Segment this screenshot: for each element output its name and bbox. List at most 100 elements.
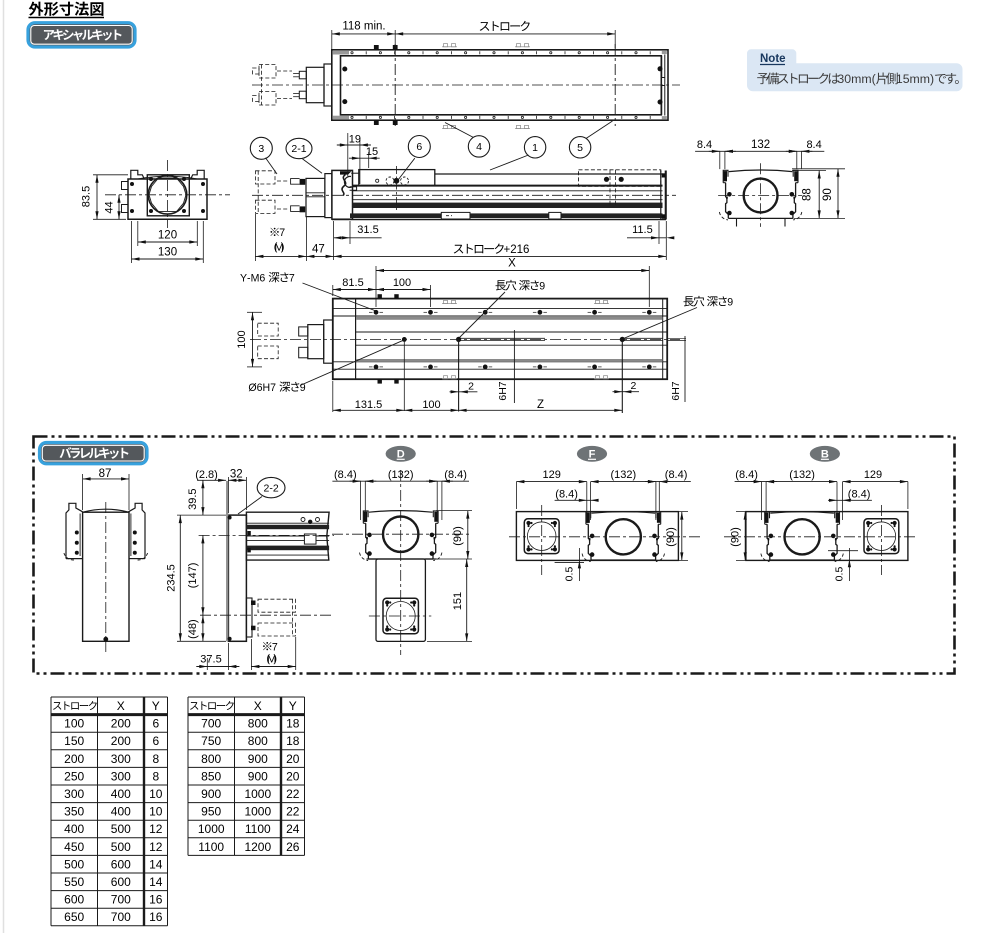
svg-text:(132): (132): [610, 469, 636, 481]
svg-text:900: 900: [201, 787, 221, 801]
svg-text:350: 350: [64, 805, 84, 819]
svg-text:22: 22: [286, 805, 300, 819]
svg-text:1100: 1100: [245, 822, 271, 836]
svg-text:850: 850: [201, 769, 221, 783]
svg-text:14: 14: [149, 857, 163, 871]
svg-text:1: 1: [896, 72, 903, 86]
svg-text:44: 44: [104, 201, 116, 213]
svg-text:m: m: [920, 72, 930, 86]
svg-text:H: H: [263, 382, 271, 394]
svg-text:129: 129: [864, 469, 882, 481]
svg-text:4: 4: [476, 141, 482, 153]
svg-text:100: 100: [64, 717, 84, 731]
svg-text:12: 12: [149, 840, 163, 854]
svg-text:-: -: [247, 273, 251, 285]
svg-text:m: m: [910, 72, 920, 86]
svg-text:550: 550: [64, 875, 84, 889]
svg-text:151: 151: [452, 592, 464, 610]
svg-text:(: (: [872, 72, 877, 86]
svg-text:700: 700: [111, 910, 131, 924]
svg-text:26: 26: [286, 840, 300, 854]
svg-text:1: 1: [517, 244, 523, 256]
svg-text:m: m: [861, 72, 871, 86]
svg-text:D: D: [397, 449, 405, 461]
svg-text:16: 16: [149, 910, 163, 924]
svg-text:129: 129: [543, 469, 561, 481]
svg-text:8: 8: [152, 752, 159, 766]
svg-text:950: 950: [201, 805, 221, 819]
svg-text:5: 5: [903, 72, 910, 86]
svg-text:2: 2: [510, 244, 516, 256]
svg-text:(2.8): (2.8): [195, 469, 218, 481]
svg-text:(8.4): (8.4): [665, 469, 688, 481]
svg-text:16: 16: [149, 893, 163, 907]
svg-text:6: 6: [152, 717, 159, 731]
svg-text:400: 400: [111, 787, 131, 801]
svg-text:88: 88: [802, 188, 814, 201]
svg-text:(132): (132): [789, 469, 815, 481]
svg-text:600: 600: [111, 875, 131, 889]
svg-text:(8.4): (8.4): [444, 469, 467, 481]
svg-text:234.5: 234.5: [166, 564, 178, 592]
svg-text:8.4: 8.4: [806, 139, 821, 151]
svg-text:(90): (90): [452, 526, 464, 546]
svg-text:3: 3: [258, 143, 264, 155]
svg-text:47: 47: [312, 244, 325, 256]
svg-text:(8.4): (8.4): [735, 469, 758, 481]
svg-text:11.5: 11.5: [632, 224, 653, 236]
svg-text:800: 800: [248, 734, 268, 748]
svg-text:2-1: 2-1: [291, 143, 306, 155]
svg-text:132: 132: [751, 139, 770, 151]
svg-text:6: 6: [416, 141, 422, 153]
svg-text:9: 9: [539, 281, 545, 293]
svg-text:15: 15: [366, 146, 378, 158]
svg-text:5: 5: [577, 142, 583, 154]
svg-text:20: 20: [286, 769, 300, 783]
svg-text:131.5: 131.5: [355, 399, 383, 411]
svg-text:): ): [930, 72, 934, 86]
svg-text:500: 500: [64, 857, 84, 871]
svg-text:Y: Y: [240, 273, 247, 285]
svg-text:0.5: 0.5: [834, 567, 846, 582]
svg-text:22: 22: [286, 787, 300, 801]
svg-text:450: 450: [64, 840, 84, 854]
svg-text:(147): (147): [187, 563, 199, 589]
svg-text:8: 8: [152, 769, 159, 783]
svg-text:1000: 1000: [198, 822, 225, 836]
svg-text:6H7: 6H7: [670, 381, 682, 400]
svg-text:3: 3: [837, 72, 844, 86]
svg-text:200: 200: [64, 752, 84, 766]
svg-text:(90): (90): [730, 527, 742, 547]
svg-text:X: X: [254, 699, 262, 713]
svg-text:150: 150: [64, 734, 84, 748]
svg-text:100: 100: [393, 277, 411, 289]
svg-text:9: 9: [727, 297, 733, 309]
svg-text:750: 750: [201, 734, 221, 748]
svg-text:6: 6: [152, 734, 159, 748]
svg-text:6: 6: [523, 244, 529, 256]
svg-text:100: 100: [236, 330, 248, 348]
svg-text:20: 20: [286, 752, 300, 766]
svg-text:(8.4): (8.4): [848, 488, 871, 500]
svg-text:7: 7: [289, 273, 295, 285]
svg-text:Y: Y: [152, 699, 160, 713]
svg-text:200: 200: [111, 717, 131, 731]
svg-text:120: 120: [158, 230, 177, 242]
svg-text:400: 400: [111, 805, 131, 819]
svg-text:600: 600: [64, 893, 84, 907]
svg-text:10: 10: [149, 787, 163, 801]
svg-text:300: 300: [64, 787, 84, 801]
svg-text:9: 9: [300, 382, 306, 394]
svg-text:32: 32: [230, 469, 243, 481]
svg-text:14: 14: [149, 875, 163, 889]
svg-text:900: 900: [248, 752, 268, 766]
svg-text:31.5: 31.5: [357, 224, 378, 236]
svg-text:8.4: 8.4: [697, 139, 712, 151]
svg-text:B: B: [821, 449, 829, 461]
svg-text:7: 7: [270, 382, 276, 394]
svg-text:800: 800: [248, 717, 268, 731]
svg-text:200: 200: [111, 734, 131, 748]
svg-text:2: 2: [630, 380, 636, 392]
svg-text:600: 600: [111, 857, 131, 871]
svg-text:Ø: Ø: [248, 382, 256, 394]
